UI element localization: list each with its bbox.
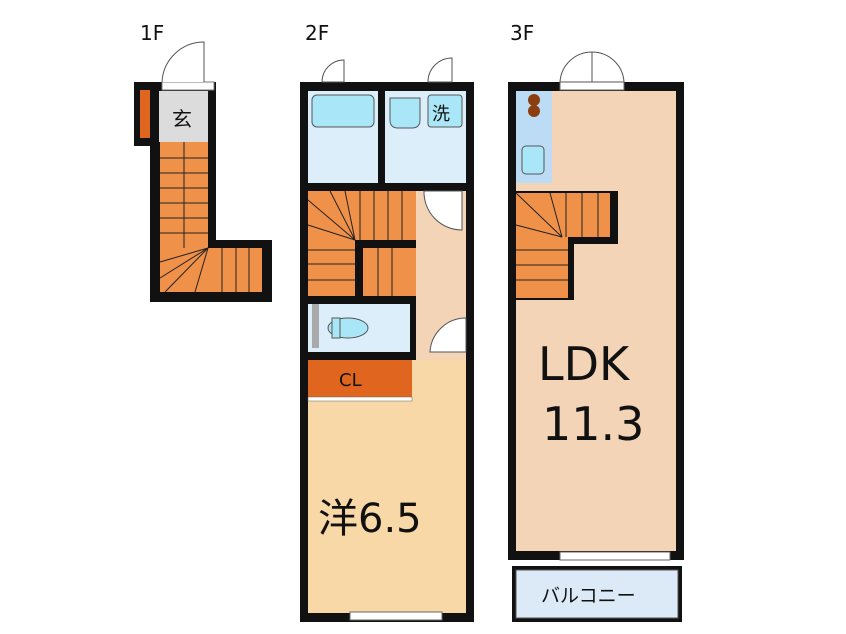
double-door-swing (559, 51, 625, 83)
floor-label-3f: 3F (510, 21, 534, 45)
washbasin (389, 97, 421, 129)
stove-burner (528, 94, 540, 106)
stair-wall-2f (355, 240, 363, 296)
stair-lines-1f (159, 142, 250, 293)
stairs-3f (516, 193, 610, 298)
stair-lines-3f (515, 192, 599, 281)
ldk-size: 11.3 (542, 397, 644, 451)
floor-label-1f: 1F (140, 21, 164, 45)
hall-door-swing (423, 190, 463, 231)
closet-2f (308, 360, 412, 397)
toilet-shelf (312, 304, 319, 348)
stove-burner (528, 105, 540, 117)
balcony (515, 569, 679, 619)
washer-label: 洗 (432, 104, 450, 125)
toilet-door-swing (429, 317, 467, 353)
balcony-door-3f-top (559, 81, 625, 91)
entry-door-opening (161, 81, 215, 91)
floor-3f: LDK 11.3 バルコニー (508, 51, 684, 622)
western-room-label: 洋6.5 (318, 496, 422, 542)
entry-door-swing (161, 41, 205, 83)
western-room (308, 397, 466, 613)
washer-space (427, 94, 463, 128)
genkan-label: 玄 (172, 107, 192, 131)
genkan-floor (159, 91, 208, 142)
bathtub (311, 94, 375, 128)
window-2f (349, 611, 443, 621)
bath-door-2f (321, 59, 345, 83)
balcony-label: バルコニー (541, 585, 636, 607)
ldk-label: LDK (538, 337, 631, 391)
shoe-closet-1f (140, 90, 150, 138)
kitchen-sink (521, 145, 545, 175)
floor-2f: 洗 CL 洋6.5 (300, 57, 474, 622)
floor-1f: 玄 (134, 41, 272, 302)
wash-door-2f (427, 57, 453, 83)
window-3f (559, 551, 671, 561)
closet-label: CL (339, 370, 362, 391)
stair-lines-2f (307, 190, 403, 296)
floor-label-2f: 2F (305, 21, 329, 45)
